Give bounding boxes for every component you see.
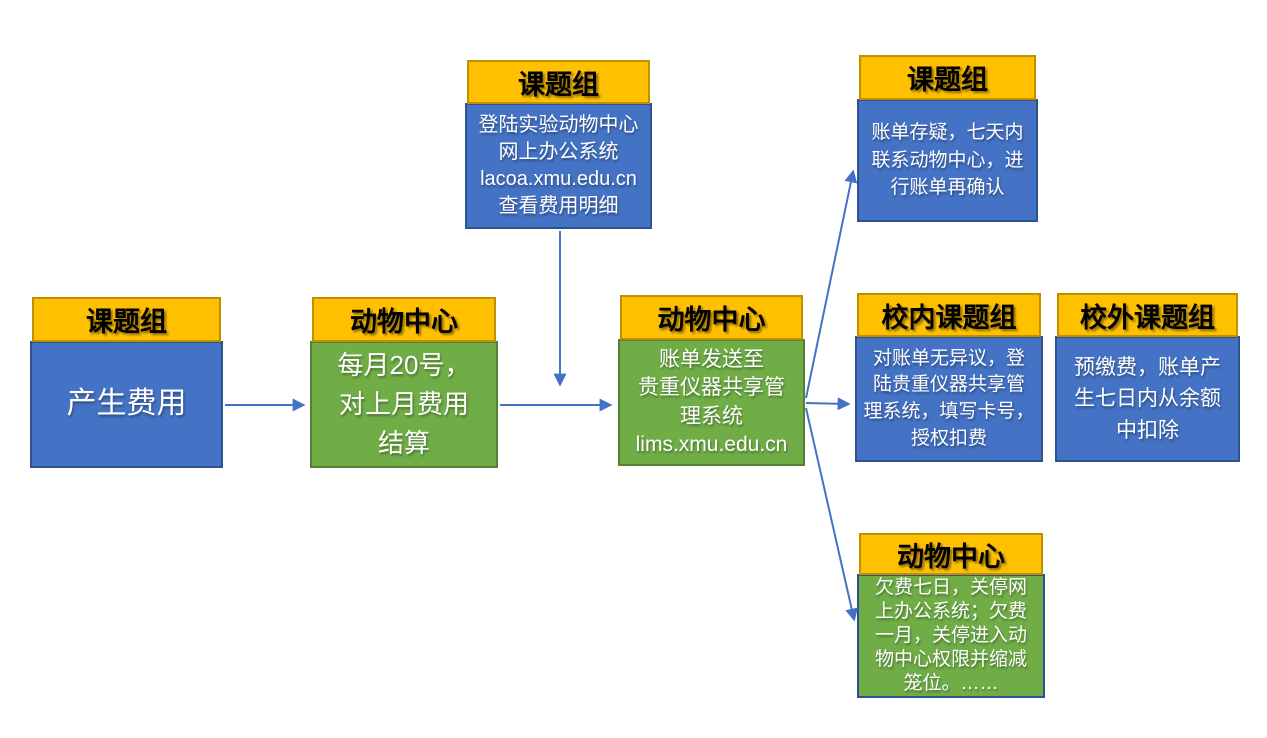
- node-center-send: 动物中心 账单发送至 贵重仪器共享管 理系统 lims.xmu.edu.cn: [618, 295, 805, 466]
- node-body-line: 上办公系统；欠费: [874, 600, 1027, 622]
- node-group-doubt-header: 课题组: [859, 55, 1036, 100]
- node-group-doubt: 课题组 账单存疑，七天内 联系动物中心，进 行账单再确认: [857, 55, 1038, 222]
- node-center-send-body: 账单发送至 贵重仪器共享管 理系统 lims.xmu.edu.cn: [618, 339, 805, 466]
- node-header-label: 校内课题组: [881, 302, 1017, 333]
- node-internal-group: 校内课题组 对账单无异议，登 陆贵重仪器共享管 理系统，填写卡号， 授权扣费: [855, 293, 1043, 462]
- node-body-line: 生七日内从余额: [1074, 387, 1221, 411]
- node-body-line: lacoa.xmu.edu.cn: [480, 168, 637, 190]
- node-body-line: 贵重仪器共享管: [638, 376, 785, 400]
- node-header-label: 动物中心: [897, 541, 1005, 572]
- node-body-line: 产生费用: [66, 387, 187, 421]
- node-center-send-header: 动物中心: [620, 295, 803, 340]
- node-header-label: 动物中心: [350, 307, 458, 337]
- node-body-line: 笼位。……: [903, 673, 999, 695]
- node-body-line: 预缴费，账单产: [1074, 355, 1221, 379]
- node-center-settle-header: 动物中心: [312, 297, 496, 342]
- node-group-fee-body: 产生费用: [30, 341, 223, 468]
- node-group-doubt-body: 账单存疑，七天内 联系动物中心，进 行账单再确认: [857, 99, 1038, 222]
- node-body-line: 中扣除: [1116, 418, 1179, 442]
- node-group-view: 课题组 登陆实验动物中心 网上办公系统 lacoa.xmu.edu.cn 查看费…: [465, 60, 652, 229]
- arrow-send-to-overdue: [805, 407, 859, 622]
- node-group-fee: 课题组 产生费用: [30, 297, 223, 468]
- node-body-line: 欠费七日，关停网: [874, 576, 1027, 598]
- node-group-view-body: 登陆实验动物中心 网上办公系统 lacoa.xmu.edu.cn 查看费用明细: [465, 103, 652, 229]
- node-header-label: 课题组: [518, 69, 599, 100]
- node-body-line: 账单发送至: [659, 347, 764, 371]
- node-body-line: 对上月费用: [338, 389, 469, 419]
- node-group-view-header: 课题组: [467, 60, 650, 104]
- node-header-label: 校外课题组: [1080, 302, 1215, 333]
- node-body-line: 联系动物中心，进: [871, 149, 1024, 171]
- node-body-line: 账单存疑，七天内: [871, 122, 1024, 144]
- node-body-line: 对账单无异议，登: [872, 347, 1025, 369]
- arrow-send-to-internal: [805, 397, 851, 411]
- node-body-line: 每月20号，: [337, 350, 471, 380]
- node-center-overdue-body: 欠费七日，关停网 上办公系统；欠费 一月，关停进入动 物中心权限并缩减 笼位。……: [857, 574, 1045, 698]
- node-center-overdue: 动物中心 欠费七日，关停网 上办公系统；欠费 一月，关停进入动 物中心权限并缩减…: [857, 533, 1045, 698]
- node-external-group-header: 校外课题组: [1057, 293, 1238, 337]
- arrow-send-to-doubt: [805, 169, 858, 399]
- node-header-label: 动物中心: [657, 305, 766, 335]
- node-header-label: 课题组: [86, 307, 167, 337]
- node-body-line: 物中心权限并缩减: [874, 649, 1027, 671]
- node-header-label: 课题组: [907, 65, 988, 95]
- node-center-overdue-header: 动物中心: [859, 533, 1043, 575]
- node-body-line: 一月，关停进入动: [874, 624, 1027, 646]
- node-external-group: 校外课题组 预缴费，账单产 生七日内从余额 中扣除: [1055, 293, 1240, 462]
- node-body-line: 行账单再确认: [890, 177, 1005, 199]
- node-external-group-body: 预缴费，账单产 生七日内从余额 中扣除: [1055, 336, 1240, 462]
- node-center-settle: 动物中心 每月20号， 对上月费用 结算: [310, 297, 498, 468]
- node-body-line: 登陆实验动物中心: [478, 114, 639, 136]
- node-center-settle-body: 每月20号， 对上月费用 结算: [310, 341, 498, 468]
- node-body-line: 授权扣费: [910, 427, 987, 449]
- node-body-line: lims.xmu.edu.cn: [635, 432, 788, 456]
- node-body-line: 陆贵重仪器共享管: [872, 374, 1025, 396]
- node-body-line: 理系统，填写卡号，: [863, 401, 1035, 422]
- node-body-line: 结算: [377, 428, 430, 458]
- node-body-line: 查看费用明细: [498, 195, 619, 217]
- node-body-line: 理系统: [680, 404, 743, 428]
- node-body-line: 网上办公系统: [498, 141, 619, 163]
- node-internal-group-header: 校内课题组: [857, 293, 1041, 337]
- node-group-fee-header: 课题组: [32, 297, 221, 342]
- node-internal-group-body: 对账单无异议，登 陆贵重仪器共享管 理系统，填写卡号， 授权扣费: [855, 336, 1043, 462]
